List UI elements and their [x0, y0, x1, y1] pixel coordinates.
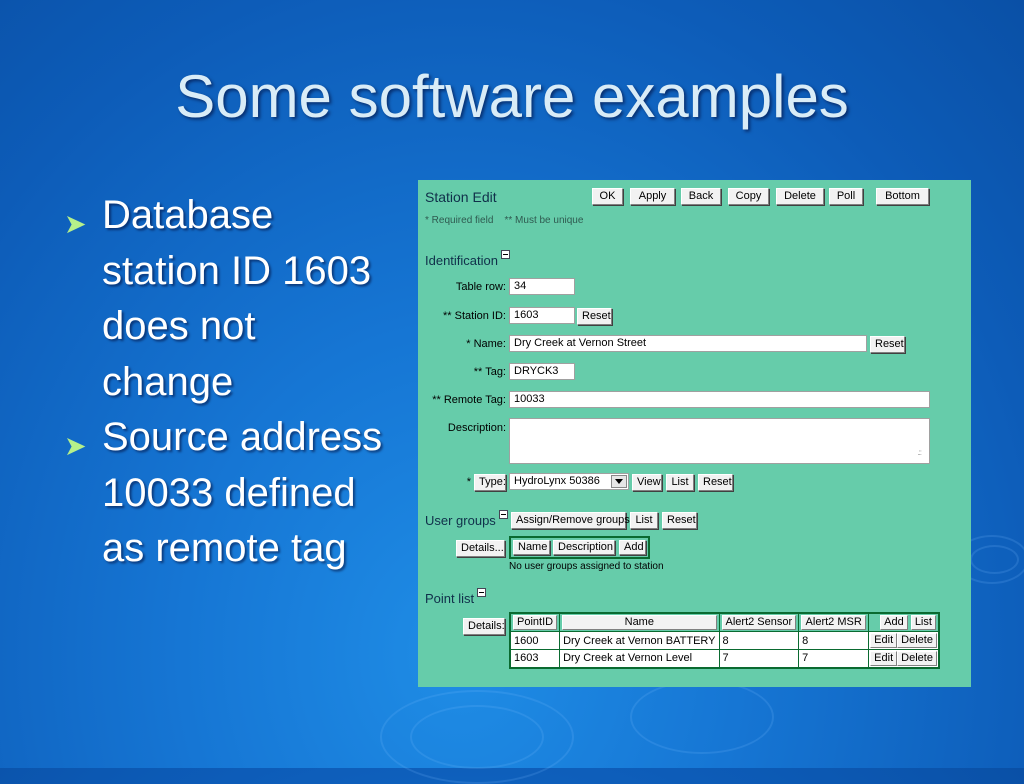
background-ripple: [630, 680, 774, 754]
user-groups-section: User groups: [425, 510, 508, 528]
required-hint: * Required field ** Must be unique: [425, 215, 584, 226]
station-id-field[interactable]: 1603: [509, 307, 575, 324]
point-list-list-button[interactable]: List: [910, 615, 936, 630]
collapse-icon[interactable]: [501, 250, 510, 259]
user-groups-details-button[interactable]: Details...: [456, 540, 505, 557]
arrow-bullet-icon: ➤: [64, 431, 87, 461]
point-list-section: Point list: [425, 588, 487, 606]
point-id-header-cell: PointID: [509, 612, 561, 632]
point-list-add-button[interactable]: Add: [880, 615, 908, 630]
user-groups-label: User groups: [425, 513, 496, 528]
name-field[interactable]: Dry Creek at Vernon Street: [509, 335, 867, 352]
point-name-cell: Dry Creek at Vernon BATTERY: [559, 631, 720, 650]
sensor-cell: 8: [718, 631, 800, 650]
point-list-table: PointID Name Alert2 Sensor Alert2 MSR Ad…: [509, 612, 940, 669]
sensor-header-cell: Alert2 Sensor: [718, 612, 800, 632]
resize-grip-icon[interactable]: .::: [917, 448, 922, 457]
delete-row-button[interactable]: Delete: [897, 650, 937, 666]
assign-remove-groups-button[interactable]: Assign/Remove groups: [511, 512, 630, 529]
table-row-label: Table row:: [455, 281, 506, 293]
copy-button[interactable]: Copy: [728, 188, 769, 205]
type-select[interactable]: HydroLynx 50386: [509, 473, 629, 490]
msr-cell: 7: [798, 649, 870, 668]
point-list-details-button[interactable]: Details:: [463, 618, 505, 635]
delete-button[interactable]: Delete: [776, 188, 824, 205]
user-groups-list-button[interactable]: List: [630, 512, 658, 529]
delete-row-button[interactable]: Delete: [897, 633, 937, 648]
name-reset-button[interactable]: Reset: [870, 336, 905, 353]
station-id-label: ** Station ID:: [443, 310, 506, 322]
alert2-sensor-column-header[interactable]: Alert2 Sensor: [721, 615, 797, 630]
station-id-reset-button[interactable]: Reset: [577, 308, 612, 325]
edit-button[interactable]: Edit: [870, 633, 898, 648]
tag-label: ** Tag:: [473, 366, 506, 378]
sensor-cell: 7: [718, 649, 800, 668]
type-required-marker: *: [466, 476, 471, 488]
bullet-text: Database station ID 1603 does not change: [102, 193, 372, 404]
type-select-value: HydroLynx 50386: [514, 475, 600, 487]
name-header-cell: Name: [559, 612, 720, 632]
remote-tag-label: ** Remote Tag:: [432, 394, 506, 406]
slide-title: Some software examples: [175, 63, 849, 130]
point-list-label: Point list: [425, 591, 475, 606]
collapse-icon[interactable]: [498, 510, 508, 519]
tag-field[interactable]: DRYCK3: [509, 363, 575, 380]
bullet-item: ➤ Database station ID 1603 does not chan…: [64, 188, 394, 410]
alert2-msr-column-header[interactable]: Alert2 MSR: [801, 615, 867, 630]
apply-button[interactable]: Apply: [630, 188, 675, 205]
msr-cell: 8: [798, 631, 870, 650]
description-textarea[interactable]: .::: [509, 418, 930, 464]
collapse-icon[interactable]: [477, 588, 487, 597]
msr-header-cell: Alert2 MSR: [798, 612, 870, 632]
bullet-list: ➤ Database station ID 1603 does not chan…: [64, 188, 394, 577]
ok-button[interactable]: OK: [592, 188, 623, 205]
point-id-cell: 1603: [509, 649, 561, 668]
point-name-cell: Dry Creek at Vernon Level: [559, 649, 720, 668]
background-ripple: [410, 705, 544, 769]
edit-button[interactable]: Edit: [870, 650, 898, 666]
table-row-field[interactable]: 34: [509, 278, 575, 295]
bullet-text: Source address 10033 defined as remote t…: [102, 415, 383, 570]
actions-header-cell: Add List: [868, 612, 940, 632]
user-groups-empty-message: No user groups assigned to station: [509, 561, 664, 572]
arrow-bullet-icon: ➤: [64, 209, 87, 239]
type-view-button[interactable]: View: [632, 474, 662, 491]
bottom-button[interactable]: Bottom: [876, 188, 929, 205]
description-label: Description:: [447, 422, 506, 434]
user-groups-reset-button[interactable]: Reset: [662, 512, 697, 529]
type-list-button[interactable]: List: [666, 474, 694, 491]
point-id-cell: 1600: [509, 631, 561, 650]
background-ripple: [970, 545, 1019, 574]
bullet-item: ➤ Source address 10033 defined as remote…: [64, 410, 394, 577]
user-groups-table: Name Description Add: [509, 536, 650, 559]
panel-title: Station Edit: [425, 189, 497, 205]
poll-button[interactable]: Poll: [829, 188, 863, 205]
type-reset-button[interactable]: Reset: [698, 474, 733, 491]
dropdown-arrow-icon[interactable]: [611, 475, 627, 488]
user-groups-name-column[interactable]: Name: [513, 540, 550, 555]
identification-label: Identification: [425, 253, 498, 268]
station-edit-panel: Station Edit OK Apply Back Copy Delete P…: [418, 180, 971, 687]
point-list-header-row: PointID Name Alert2 Sensor Alert2 MSR Ad…: [509, 612, 940, 632]
type-button[interactable]: Type:: [474, 474, 506, 491]
table-row: 1600 Dry Creek at Vernon BATTERY 8 8 Edi…: [509, 631, 940, 650]
identification-section: Identification: [425, 250, 510, 268]
name-label: * Name:: [466, 338, 506, 350]
back-button[interactable]: Back: [681, 188, 721, 205]
remote-tag-field[interactable]: 10033: [509, 391, 930, 408]
name-column-header[interactable]: Name: [562, 615, 717, 630]
point-id-column-header[interactable]: PointID: [513, 615, 558, 630]
user-groups-add-button[interactable]: Add: [619, 540, 646, 555]
user-groups-description-column[interactable]: Description: [553, 540, 615, 555]
